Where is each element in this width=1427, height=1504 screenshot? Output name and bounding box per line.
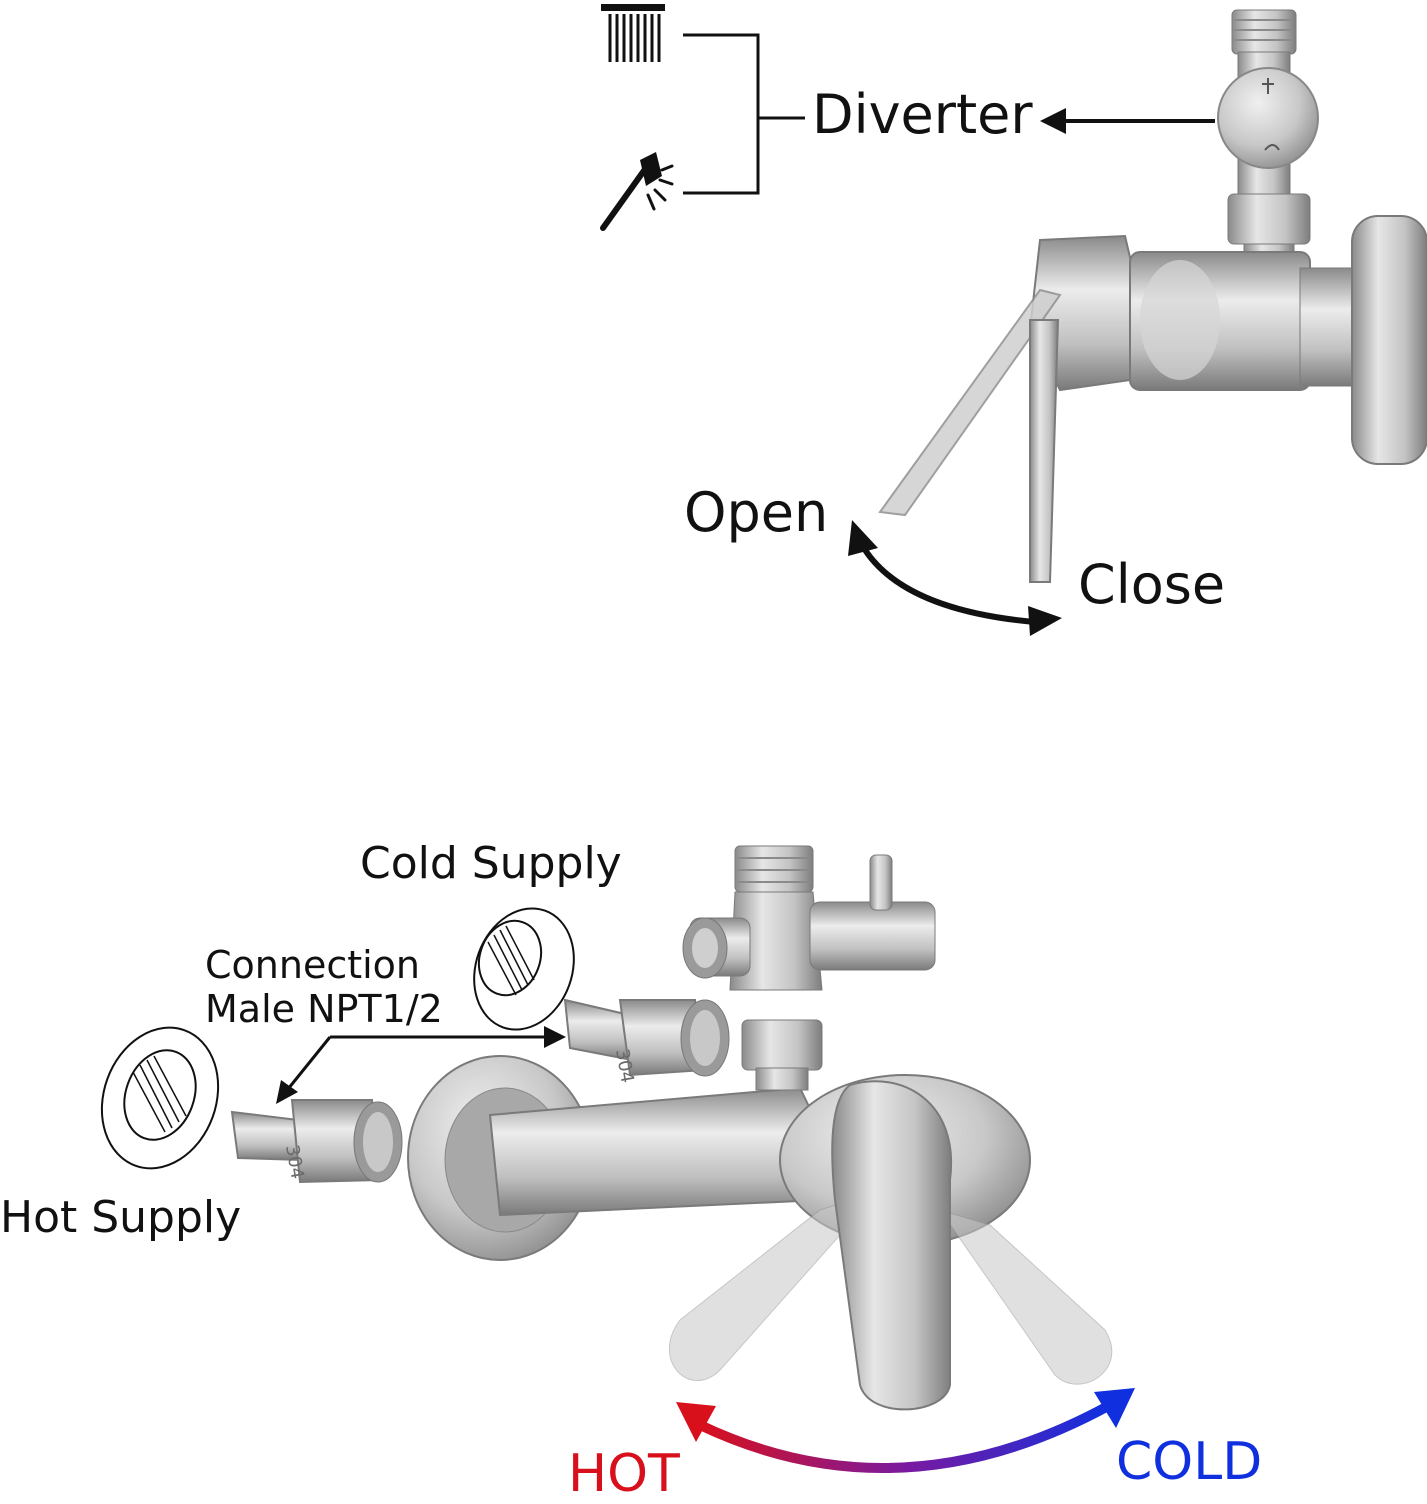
lever-handle-ghost-cold <box>938 1209 1113 1385</box>
diverter-valve-bottom <box>682 845 936 1091</box>
open-close-arrow <box>848 520 1062 636</box>
lever-handle-side <box>878 288 1062 583</box>
connection-arrow <box>276 1026 566 1104</box>
lever-handle-ghost-hot <box>668 1188 882 1381</box>
diverter-valve-top <box>1217 9 1319 267</box>
rain-shower-head-icon <box>601 4 665 62</box>
open-label: Open <box>684 481 829 544</box>
npt-fitting-hot <box>230 1099 403 1184</box>
diverter-bracket <box>683 33 805 195</box>
cold-supply-label: Cold Supply <box>360 838 622 889</box>
hand-shower-icon <box>600 152 674 231</box>
connection-label-line2: Male NPT1/2 <box>205 987 443 1031</box>
diverter-valve-symbols <box>1262 78 1280 151</box>
lever-handle-main <box>831 1080 953 1411</box>
hot-label: HOT <box>568 1444 680 1504</box>
connection-label-line1: Connection <box>205 943 421 987</box>
diverter-label: Diverter <box>812 83 1033 146</box>
faucet-body-side <box>1028 215 1427 465</box>
hot-cold-arrow <box>676 1388 1135 1473</box>
npt-fitting-cold-stamp: 304 <box>611 1047 638 1084</box>
npt-fitting-cold <box>563 998 730 1077</box>
cold-label: COLD <box>1116 1432 1263 1492</box>
hot-supply-label: Hot Supply <box>0 1192 242 1243</box>
npt-fitting-hot-stamp: 304 <box>281 1143 308 1180</box>
flange-cold-supply <box>473 907 575 1031</box>
close-label: Close <box>1078 553 1226 616</box>
flange-hot-supply <box>100 1026 220 1170</box>
